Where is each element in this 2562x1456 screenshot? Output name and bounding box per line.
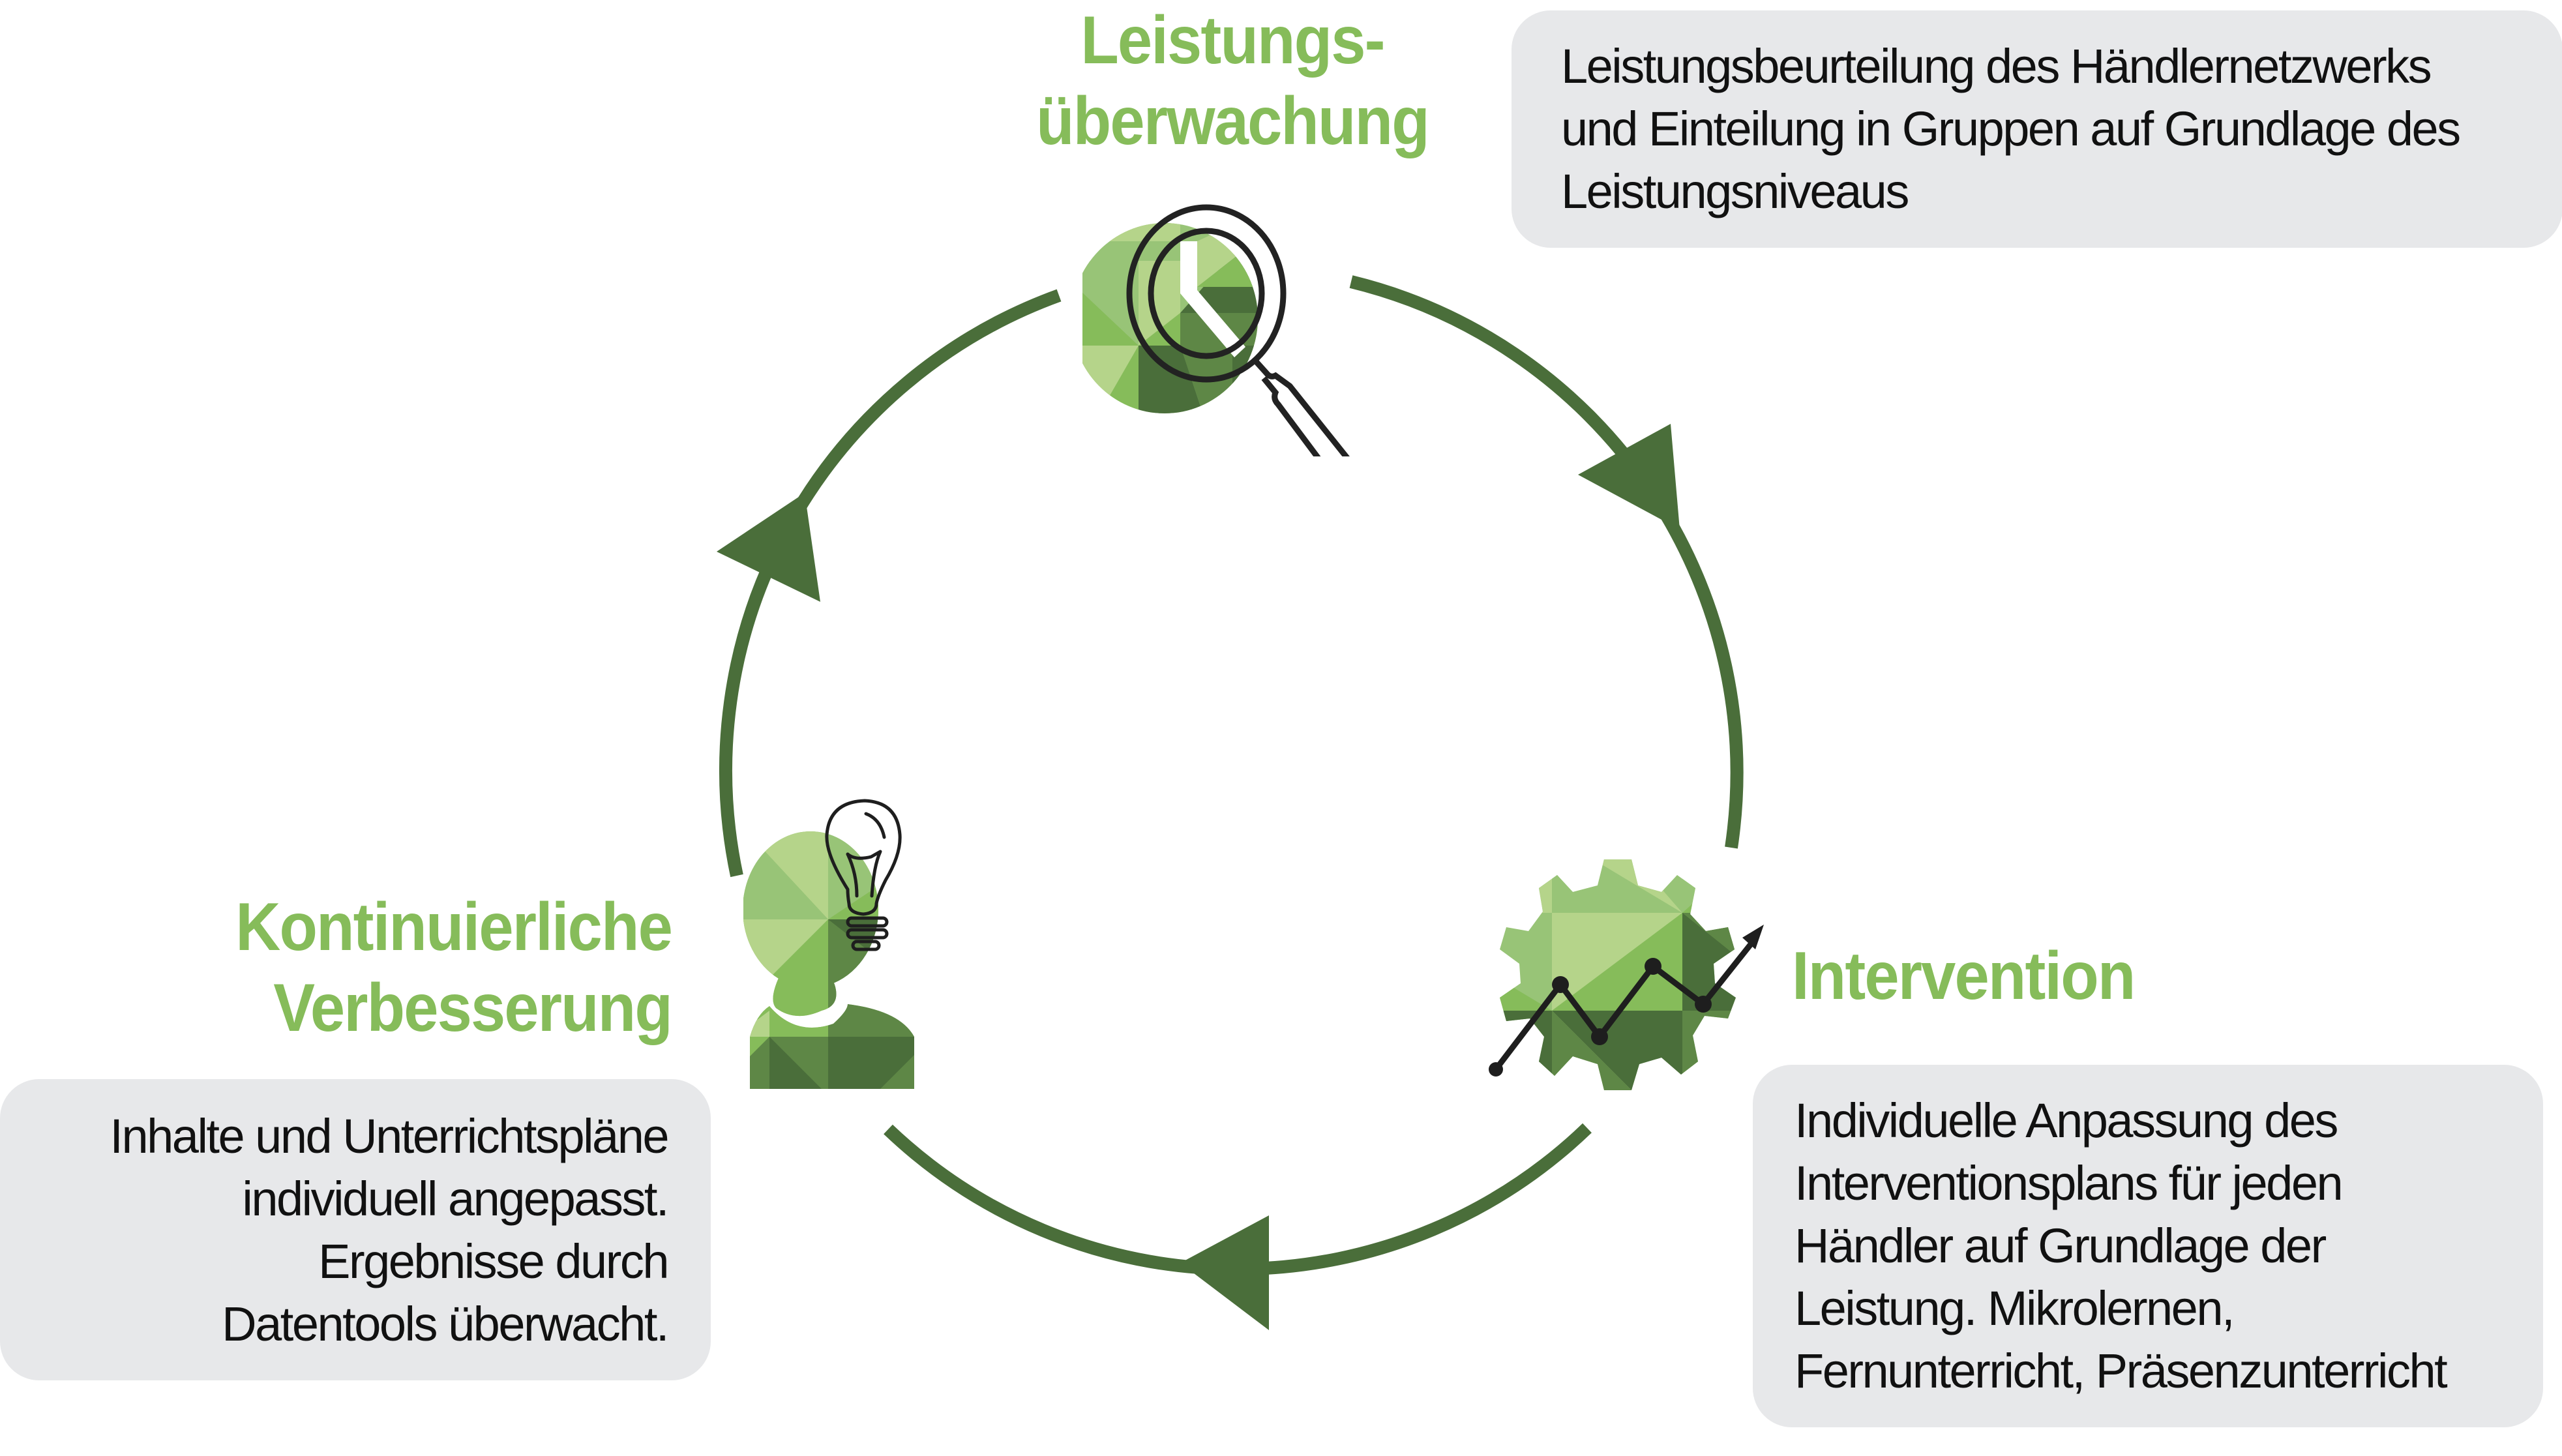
description-line: Fernunterricht, Präsenzunterricht [1795, 1344, 2448, 1398]
description-box-monitoring: Leistungsbeurteilung des Händlernetzwerk… [1512, 10, 2562, 248]
description-line: Leistungsbeurteilung des Händlernetzwerk… [1561, 39, 2432, 93]
title-line: Verbesserung [273, 970, 673, 1046]
description-box-improvement: Inhalte und Unterrichtspläne individuell… [0, 1079, 711, 1380]
description-line: Inhalte und Unterrichtspläne [110, 1109, 669, 1163]
description-line: Individuelle Anpassung des [1795, 1093, 2338, 1148]
description-line: individuell angepasst. [242, 1172, 669, 1226]
description-line: Interventionsplans für jeden [1795, 1156, 2344, 1210]
title-line: Intervention [1792, 938, 2136, 1014]
magnifier-pie-icon [1082, 204, 1350, 456]
title-line: Leistungs- [1080, 3, 1385, 78]
title-line: Kontinuierliche [235, 889, 673, 965]
title-line: überwachung [1036, 83, 1430, 159]
gear-chart-icon [1489, 859, 1764, 1090]
description-line: Datentools überwacht. [222, 1297, 669, 1351]
arc-top-right [1349, 275, 1744, 849]
arrowhead-bottom [1180, 1215, 1269, 1330]
stage-title-improvement: Kontinuierliche Verbesserung [162, 887, 673, 1048]
person-lightbulb-icon [743, 799, 914, 1089]
arrowhead-right [1578, 424, 1680, 529]
description-line: und Einteilung in Gruppen auf Grundlage … [1561, 102, 2461, 156]
description-box-intervention: Individuelle Anpassung des Interventions… [1753, 1065, 2543, 1427]
description-line: Händler auf Grundlage der [1795, 1219, 2327, 1273]
stage-title-intervention: Intervention [1792, 936, 2212, 1017]
arrowhead-left [717, 493, 820, 602]
description-line: Ergebnisse durch [318, 1234, 669, 1288]
description-line: Leistung. Mikrolernen, [1795, 1281, 2235, 1335]
stage-title-monitoring: Leistungs- überwachung [1011, 0, 1455, 162]
description-line: Leistungsniveaus [1561, 164, 1909, 218]
